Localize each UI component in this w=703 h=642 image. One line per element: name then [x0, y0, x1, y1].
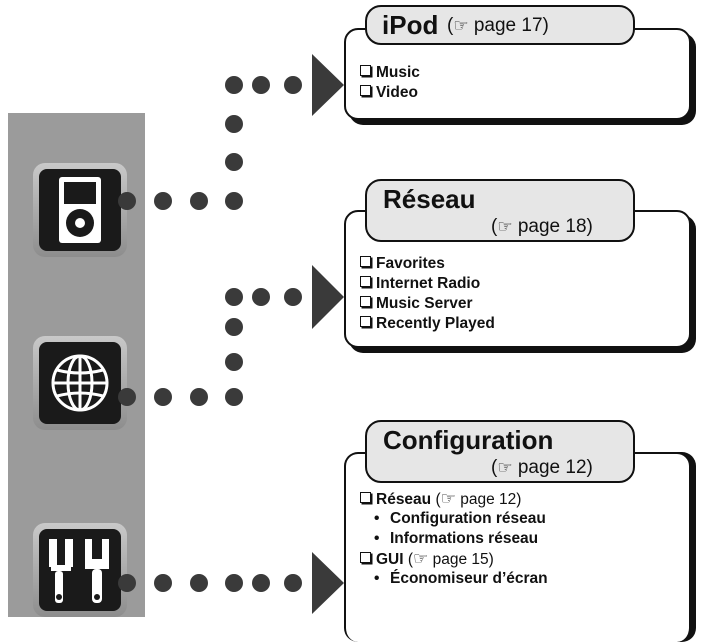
connector-dot	[225, 318, 243, 336]
connector-dot	[118, 192, 136, 210]
list-item[interactable]: •Configuration réseau	[374, 510, 546, 527]
connector-dot	[154, 192, 172, 210]
page-ref[interactable]: (☞ page 12)	[435, 489, 522, 508]
connector-dot	[284, 574, 302, 592]
config-box: Réseau (☞ page 12) •Configuration réseau…	[344, 452, 691, 642]
connector-dot	[225, 153, 243, 171]
connector-dot	[225, 115, 243, 133]
list-item[interactable]: GUI (☞ page 15)	[360, 549, 548, 569]
checkbox-icon	[360, 65, 371, 76]
connector-dot	[284, 76, 302, 94]
pointing-hand-icon: ☞	[440, 489, 456, 508]
list-item[interactable]: Réseau (☞ page 12)	[360, 489, 548, 509]
connector-dot	[225, 574, 243, 592]
connectors	[118, 54, 344, 614]
reseau-tab[interactable]: Réseau (☞ page 18)	[365, 179, 635, 242]
pointing-hand-icon: ☞	[497, 217, 513, 236]
page-ref[interactable]: (☞ page 15)	[407, 549, 494, 568]
connector-dot	[190, 192, 208, 210]
connector-dot	[154, 574, 172, 592]
connector-dot	[225, 76, 243, 94]
connector-dot	[190, 574, 208, 592]
checkbox-icon	[360, 316, 371, 327]
bullet-icon: •	[374, 530, 380, 547]
list-item[interactable]: •Informations réseau	[374, 530, 539, 547]
connector-dot	[252, 574, 270, 592]
ipod-title: iPod	[382, 10, 439, 40]
ipod-tile[interactable]	[33, 163, 127, 257]
bullet-icon: •	[374, 510, 380, 527]
connector-dot	[225, 288, 243, 306]
list-item[interactable]: Music Server	[360, 294, 495, 314]
pointing-hand-icon: ☞	[497, 458, 513, 477]
bullet-icon: •	[374, 570, 380, 587]
checkbox-icon	[360, 85, 371, 96]
ipod-icon	[39, 169, 121, 251]
list-item[interactable]: Video	[360, 83, 420, 103]
checkbox-icon	[360, 256, 371, 267]
ipod-tab[interactable]: iPod (☞ page 17)	[365, 5, 635, 45]
globe-tile[interactable]	[33, 336, 127, 430]
connector-dot	[118, 574, 136, 592]
config-tab[interactable]: Configuration (☞ page 12)	[365, 420, 635, 483]
list-item[interactable]: •Économiseur d’écran	[374, 570, 548, 587]
list-item[interactable]: Music	[360, 63, 420, 83]
connector-dot	[252, 288, 270, 306]
pointing-hand-icon: ☞	[413, 549, 429, 568]
connector-dot	[225, 388, 243, 406]
connector-dot	[190, 388, 208, 406]
config-page-ref[interactable]: (☞ page 12)	[491, 457, 593, 478]
checkbox-icon	[360, 276, 371, 287]
list-item[interactable]: Recently Played	[360, 314, 495, 334]
tools-icon	[39, 529, 121, 611]
reseau-title: Réseau	[383, 184, 476, 214]
checkbox-icon	[360, 296, 371, 307]
connector-dot	[225, 192, 243, 210]
list-item[interactable]: Internet Radio	[360, 274, 495, 294]
globe-icon	[39, 342, 121, 424]
checkbox-icon	[360, 492, 371, 503]
arrow-ipod	[312, 54, 344, 116]
checkbox-icon	[360, 552, 371, 563]
list-item[interactable]: Favorites	[360, 254, 495, 274]
connector-dot	[118, 388, 136, 406]
connector-dot	[225, 353, 243, 371]
arrow-reseau	[312, 265, 344, 329]
connector-dot	[284, 288, 302, 306]
connector-dot	[154, 388, 172, 406]
connector-dot	[252, 76, 270, 94]
config-title: Configuration	[383, 425, 554, 455]
pointing-hand-icon: ☞	[453, 16, 469, 35]
reseau-page-ref[interactable]: (☞ page 18)	[491, 216, 593, 237]
arrow-config	[312, 552, 344, 614]
tools-tile[interactable]	[33, 523, 127, 617]
ipod-page-ref[interactable]: (☞ page 17)	[447, 15, 549, 36]
